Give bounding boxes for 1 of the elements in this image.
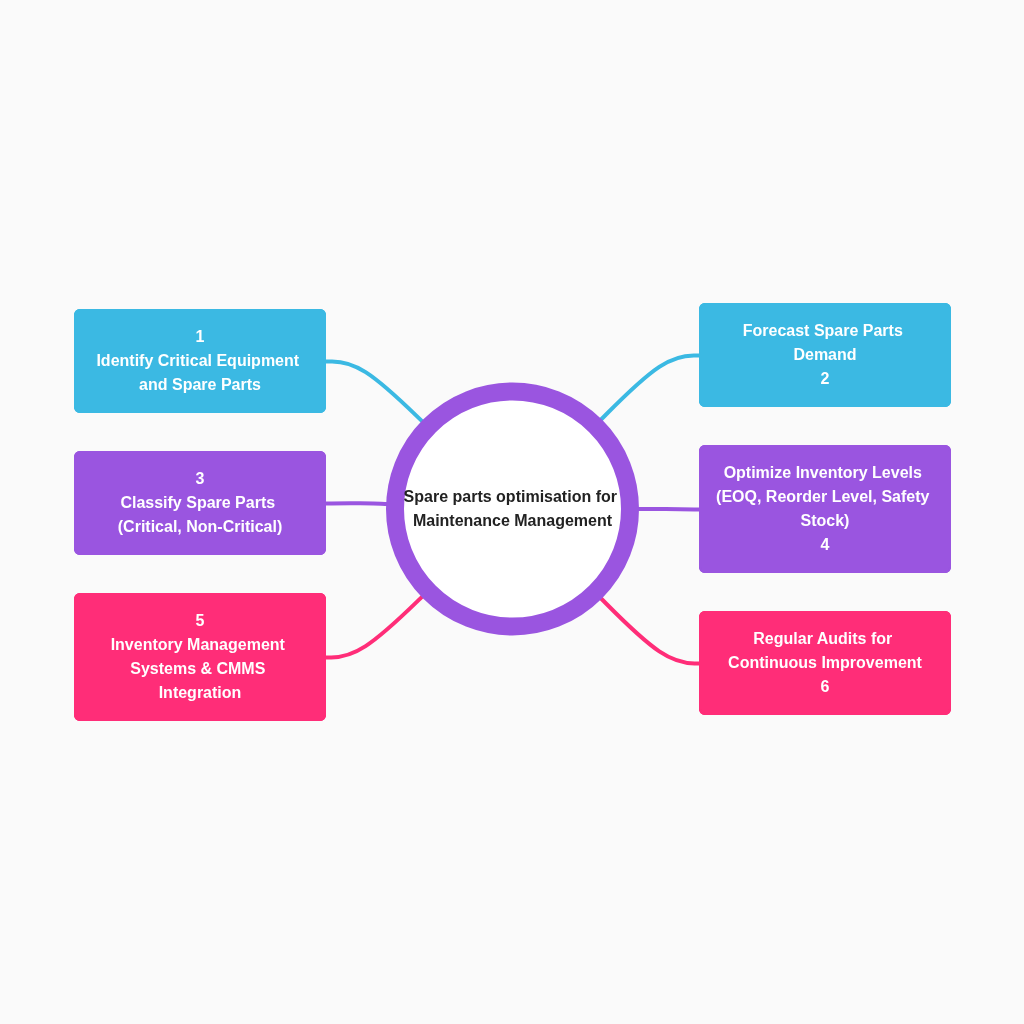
node-circle: Spare parts optimisation for Maintenance Management <box>385 382 639 636</box>
